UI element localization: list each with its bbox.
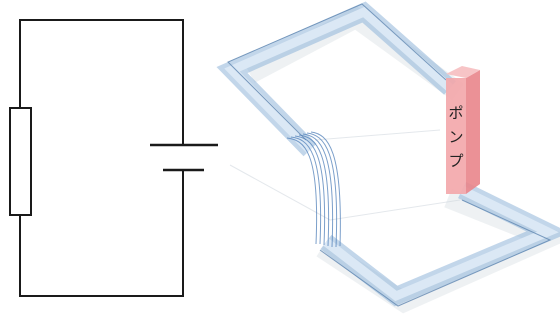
pump-front-face — [446, 78, 466, 194]
flow-stream — [286, 131, 341, 248]
water-pipe-circuit: ポ ン プ — [216, 1, 560, 314]
pump-label-char-2: ン — [448, 128, 463, 146]
resistor — [9, 107, 32, 216]
pump: ポ ン プ — [446, 66, 480, 194]
pump-top-face — [446, 66, 480, 78]
pump-label-char-1: ポ — [448, 104, 463, 122]
circuit-wire-top — [19, 19, 184, 145]
pump-label-char-3: プ — [448, 152, 463, 170]
pump-side-face — [466, 70, 480, 194]
circuit-wire-bottom — [19, 170, 184, 297]
ground-plane — [229, 129, 461, 221]
electric-circuit — [9, 19, 218, 297]
